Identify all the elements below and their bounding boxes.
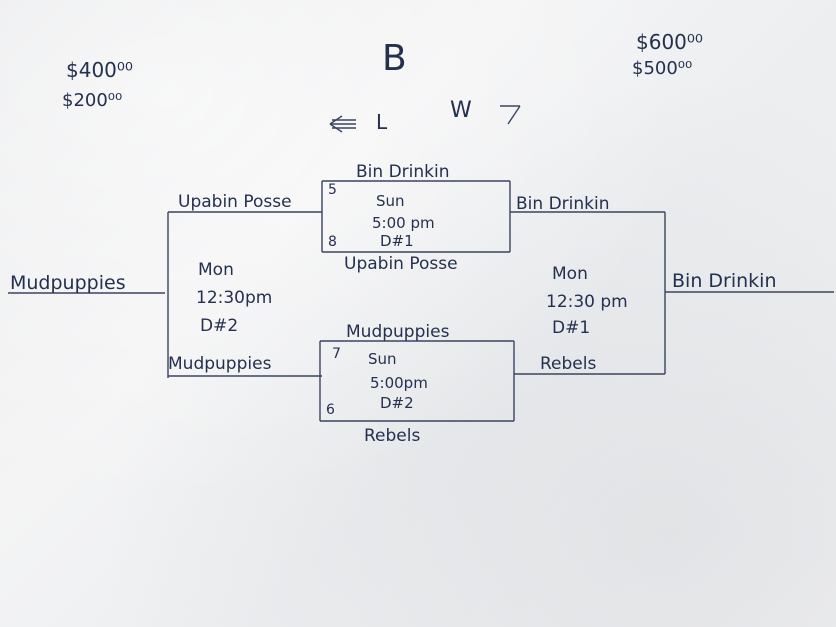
right-final-time: 12:30 pm <box>546 292 628 312</box>
prize-right-2: $500⁰⁰ <box>632 58 693 79</box>
top-match-seed-top: 5 <box>328 182 337 198</box>
left-final-day: Mon <box>198 260 234 280</box>
top-match-day: Sun <box>376 192 405 210</box>
bottom-match-day: Sun <box>368 350 397 368</box>
top-match-winner-label: Bin Drinkin <box>356 162 450 182</box>
right-final-winner: Bin Drinkin <box>672 270 777 292</box>
bottom-match-seed-bottom: 6 <box>326 402 335 418</box>
right-final-diamond: D#1 <box>552 318 591 338</box>
top-match-team-b: Upabin Posse <box>344 254 458 274</box>
bottom-match-winner-label: Mudpuppies <box>346 322 450 342</box>
top-match-team-a: Upabin Posse <box>178 192 292 212</box>
bottom-match-team-b: Rebels <box>364 426 421 446</box>
bottom-match-time: 5:00pm <box>370 374 428 392</box>
top-match-seed-bottom: 8 <box>328 234 337 250</box>
right-final-day: Mon <box>552 264 588 284</box>
prize-right-1: $600⁰⁰ <box>636 30 703 54</box>
right-final-team-bottom: Rebels <box>540 354 597 374</box>
top-match-time: 5:00 pm <box>372 214 435 232</box>
right-final-team-top: Bin Drinkin <box>516 194 610 214</box>
legend-winner: W <box>450 98 472 123</box>
legend-loser: L <box>376 110 388 134</box>
left-final-diamond: D#2 <box>200 316 239 336</box>
left-final-winner: Mudpuppies <box>10 272 126 294</box>
bottom-match-team-a: Mudpuppies <box>168 354 272 374</box>
prize-left-1: $400⁰⁰ <box>66 58 133 82</box>
prize-left-2: $200⁰⁰ <box>62 90 123 111</box>
bracket-letter: B <box>382 38 407 79</box>
bottom-match-seed-top: 7 <box>332 346 341 362</box>
left-final-time: 12:30pm <box>196 288 273 308</box>
top-match-diamond: D#1 <box>380 232 414 250</box>
bottom-match-diamond: D#2 <box>380 394 414 412</box>
